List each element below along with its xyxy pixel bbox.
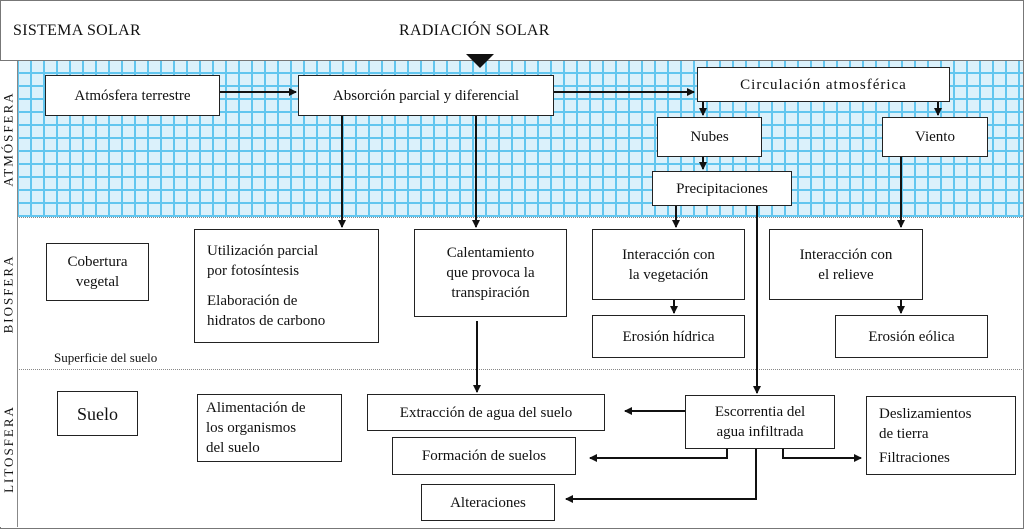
node-extraccion: Extracción de agua del suelo bbox=[367, 394, 605, 431]
node-nubes: Nubes bbox=[657, 117, 762, 157]
radiacion-arrow-icon bbox=[466, 54, 494, 68]
node-formacion: Formación de suelos bbox=[392, 437, 576, 475]
radiacion-solar-title: RADIACIÓN SOLAR bbox=[399, 22, 550, 39]
node-atmosfera-terrestre: Atmósfera terrestre bbox=[45, 75, 220, 116]
bio-lit-divider bbox=[0, 369, 1024, 370]
atm-bio-divider bbox=[0, 217, 1024, 218]
node-erosion-eolica: Erosión eólica bbox=[835, 315, 988, 358]
node-alteraciones: Alteraciones bbox=[421, 484, 555, 521]
node-absorcion: Absorción parcial y diferencial bbox=[298, 75, 554, 116]
header-divider bbox=[0, 60, 1024, 61]
arrow-escorrentia-to-formacion bbox=[589, 449, 728, 462]
arrow-escorrentia-to-filtraciones bbox=[782, 449, 862, 462]
arrow-escorrentia-to-alteraciones bbox=[565, 449, 757, 503]
node-suelo: Suelo bbox=[57, 391, 138, 436]
sistema-solar-title: SISTEMA SOLAR bbox=[13, 22, 141, 39]
node-erosion-hidrica: Erosión hídrica bbox=[592, 315, 745, 358]
node-precipitaciones: Precipitaciones bbox=[652, 171, 792, 206]
superficie-suelo-note: Superficie del suelo bbox=[54, 350, 158, 365]
layer-sidebar bbox=[0, 61, 18, 527]
node-circulacion: Circulación atmosférica bbox=[697, 67, 950, 102]
node-viento: Viento bbox=[882, 117, 988, 157]
